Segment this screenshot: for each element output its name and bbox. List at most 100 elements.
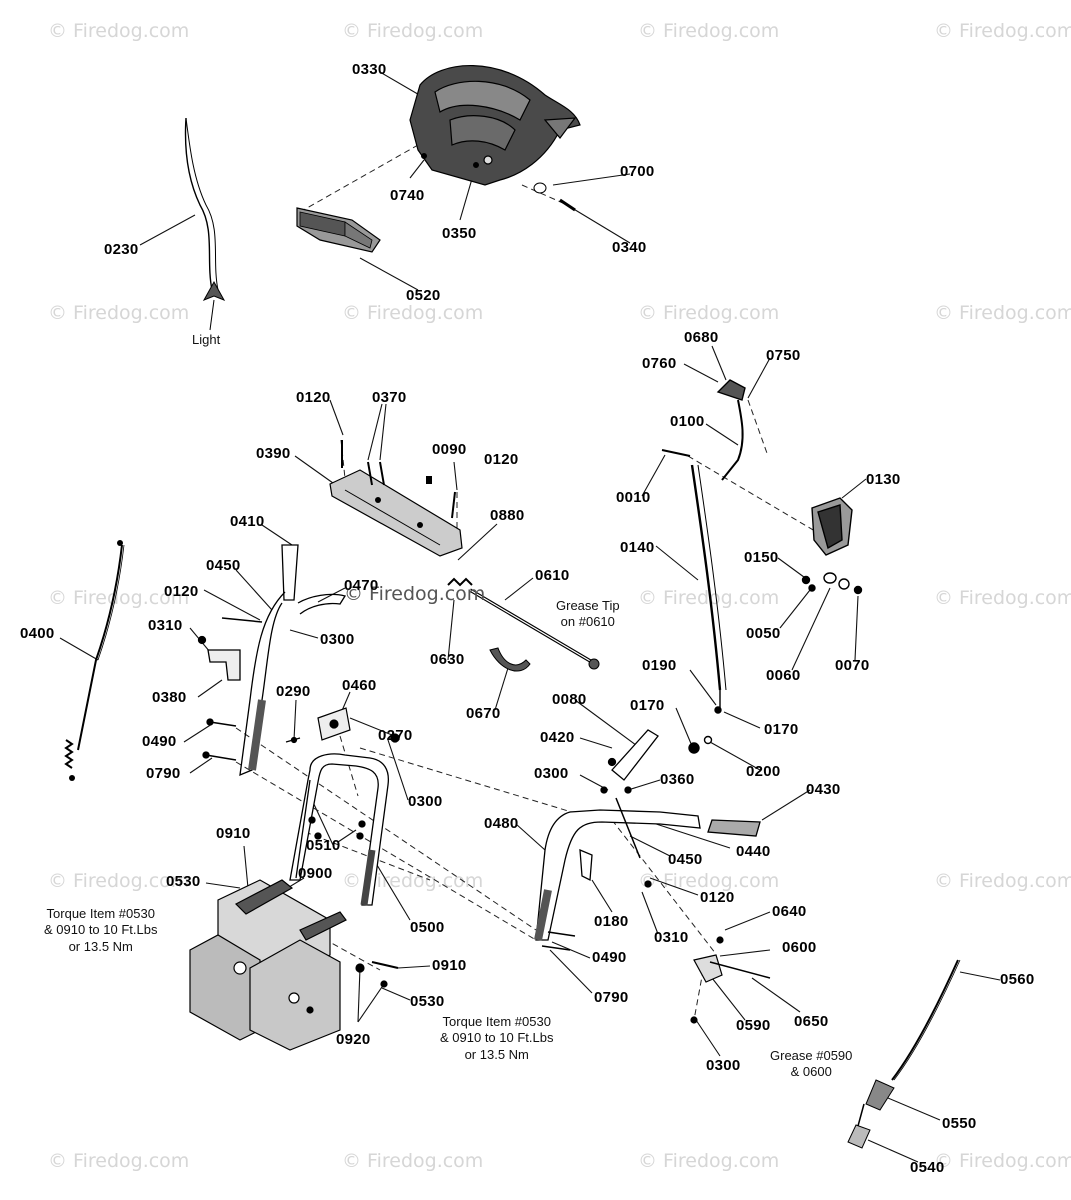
part-label: 0350 [442, 225, 477, 242]
part-label: 0640 [772, 903, 807, 920]
part-label: 0070 [835, 657, 870, 674]
watermark: © Firedog.com [48, 20, 190, 42]
part-label: 0300 [408, 793, 443, 810]
part-label: 0410 [230, 513, 265, 530]
watermark: © Firedog.com [48, 870, 190, 892]
watermark: © Firedog.com [934, 1150, 1071, 1172]
part-label: 0910 [432, 957, 467, 974]
part-label: 0120 [700, 889, 735, 906]
part-label: 0750 [766, 347, 801, 364]
part-label: 0300 [534, 765, 569, 782]
headlight-bar [296, 207, 381, 253]
part-label: 0080 [552, 691, 587, 708]
part-label: 0630 [430, 651, 465, 668]
part-label: 0120 [484, 451, 519, 468]
watermark: © Firedog.com [342, 1150, 484, 1172]
part-label: 0120 [296, 389, 331, 406]
part-label: 0470 [344, 577, 379, 594]
part-label: 0380 [152, 689, 187, 706]
part-label: 0330 [352, 61, 387, 78]
watermark: © Firedog.com [638, 1150, 780, 1172]
part-label: 0340 [612, 239, 647, 256]
light-note: Light [192, 332, 221, 347]
part-label: 0560 [1000, 971, 1035, 988]
part-label: 0450 [206, 557, 241, 574]
watermark: © Firedog.com [48, 587, 190, 609]
grease-tip-note: Grease Tip on #0610 [556, 598, 620, 631]
part-label: 0740 [390, 187, 425, 204]
part-label: 0050 [746, 625, 781, 642]
part-label: 0120 [164, 583, 199, 600]
part-label: 0790 [594, 989, 629, 1006]
part-label: 0270 [378, 727, 413, 744]
part-label: 0880 [490, 507, 525, 524]
grease-0590-note: Grease #0590 & 0600 [770, 1048, 852, 1081]
part-label: 0490 [592, 949, 627, 966]
watermark: © Firedog.com [934, 20, 1071, 42]
part-label: 0530 [410, 993, 445, 1010]
part-label: 0190 [642, 657, 677, 674]
part-label: 0370 [372, 389, 407, 406]
center-watermark: © Firedog.com [344, 583, 486, 605]
torque-note-center: Torque Item #0530 & 0910 to 10 Ft.Lbs or… [440, 1014, 553, 1063]
part-label: 0500 [410, 919, 445, 936]
note-line: Torque Item #0530 [46, 906, 155, 921]
part-label: 0140 [620, 539, 655, 556]
part-label: 0910 [216, 825, 251, 842]
watermark: © Firedog.com [638, 587, 780, 609]
part-label: 0510 [306, 837, 341, 854]
watermark: © Firedog.com [934, 870, 1071, 892]
part-label: 0170 [764, 721, 799, 738]
part-label: 0150 [744, 549, 779, 566]
watermark: © Firedog.com [638, 302, 780, 324]
part-label: 0540 [910, 1159, 945, 1176]
torque-note-left: Torque Item #0530 & 0910 to 10 Ft.Lbs or… [44, 906, 157, 955]
part-label: 0360 [660, 771, 695, 788]
watermark: © Firedog.com [934, 302, 1071, 324]
note-line: & 0910 to 10 Ft.Lbs [440, 1030, 554, 1046]
part-label: 0680 [684, 329, 719, 346]
part-label: 0590 [736, 1017, 771, 1034]
note-line: Grease #0590 [770, 1048, 853, 1063]
part-label: 0450 [668, 851, 703, 868]
part-label: 0400 [20, 625, 55, 642]
part-label: 0310 [148, 617, 183, 634]
note-line: & 0600 [790, 1064, 832, 1080]
part-label: 0790 [146, 765, 181, 782]
part-label: 0310 [654, 929, 689, 946]
note-line: or 13.5 Nm [464, 1046, 529, 1062]
part-label: 0550 [942, 1115, 977, 1132]
part-label: 0610 [535, 567, 570, 584]
part-label: 0920 [336, 1031, 371, 1048]
part-label: 0460 [342, 677, 377, 694]
note-line: Grease Tip [556, 598, 620, 613]
part-label: 0670 [466, 705, 501, 722]
part-label: 0300 [706, 1057, 741, 1074]
part-label: 0130 [866, 471, 901, 488]
part-label: 0440 [736, 843, 771, 860]
note-line: on #0610 [560, 614, 615, 630]
wire-harness [184, 117, 215, 297]
watermark: © Firedog.com [342, 870, 484, 892]
part-label: 0290 [276, 683, 311, 700]
part-label: 0530 [166, 873, 201, 890]
part-label: 0230 [104, 241, 139, 258]
part-label: 0490 [142, 733, 177, 750]
part-label: 0010 [616, 489, 651, 506]
part-label: 0600 [782, 939, 817, 956]
bracket-0670 [489, 647, 531, 672]
part-label: 0700 [620, 163, 655, 180]
handle-brace [329, 440, 463, 557]
note-line: or 13.5 Nm [68, 938, 133, 954]
watermark: © Firedog.com [48, 302, 190, 324]
part-label: 0090 [432, 441, 467, 458]
note-line: & 0910 to 10 Ft.Lbs [44, 922, 158, 938]
part-label: 0390 [256, 445, 291, 462]
watermark: © Firedog.com [638, 20, 780, 42]
watermark: © Firedog.com [934, 587, 1071, 609]
watermark: © Firedog.com [342, 20, 484, 42]
part-label: 0300 [320, 631, 355, 648]
dash-panel-housing [409, 65, 581, 186]
